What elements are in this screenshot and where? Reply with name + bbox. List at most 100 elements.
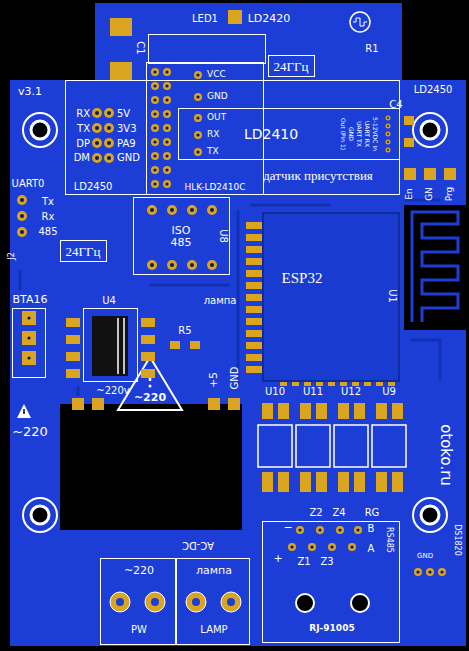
pad bbox=[316, 403, 327, 419]
pad bbox=[163, 96, 171, 104]
tracks bbox=[20, 200, 440, 505]
pad bbox=[141, 352, 155, 361]
pad bbox=[163, 68, 171, 76]
pad bbox=[428, 570, 431, 573]
pad bbox=[426, 568, 434, 576]
pad bbox=[354, 472, 365, 492]
pad bbox=[25, 314, 33, 322]
pad bbox=[22, 331, 36, 345]
silk-label: AC-DC bbox=[182, 540, 214, 551]
silk-label: RS485 bbox=[385, 527, 394, 553]
silk-label: VCC bbox=[207, 70, 226, 80]
terminal-block: лампаLAMP bbox=[176, 558, 250, 645]
pad bbox=[167, 205, 177, 215]
pad bbox=[196, 95, 199, 98]
pad bbox=[338, 472, 349, 492]
silk-label: Rx bbox=[42, 211, 55, 222]
pad bbox=[170, 341, 180, 349]
node-label: ~220 bbox=[124, 565, 154, 577]
node-label: 24ГГц bbox=[274, 60, 309, 74]
node-label: BTA16 bbox=[13, 294, 48, 306]
pad bbox=[170, 263, 174, 267]
pad bbox=[17, 227, 27, 237]
pad bbox=[328, 543, 336, 551]
silk-label: C1 bbox=[135, 41, 146, 54]
pad bbox=[20, 198, 24, 202]
node-label: U1 bbox=[387, 289, 398, 303]
pad bbox=[150, 263, 154, 267]
silk-label: En bbox=[405, 188, 415, 199]
u4-body bbox=[92, 316, 128, 376]
silk-label: PA9 bbox=[117, 138, 136, 149]
pad bbox=[20, 230, 24, 234]
pad bbox=[151, 82, 159, 90]
pad bbox=[194, 114, 202, 122]
node-label: LD2450 bbox=[74, 181, 113, 192]
pad bbox=[95, 111, 99, 115]
pad bbox=[336, 526, 344, 534]
pad bbox=[298, 528, 301, 531]
pad bbox=[300, 403, 311, 419]
mounting-holes bbox=[23, 113, 447, 532]
node-label: ESP32 bbox=[282, 270, 323, 287]
silk-label: GND bbox=[229, 367, 240, 390]
pad bbox=[104, 123, 114, 133]
pad bbox=[141, 318, 155, 327]
pad bbox=[318, 528, 321, 531]
node-label: 24ГГц bbox=[66, 245, 101, 259]
node-label: PW bbox=[131, 624, 147, 635]
pad bbox=[163, 152, 171, 160]
terminal-block: ~220PW bbox=[100, 558, 176, 645]
pad bbox=[387, 141, 389, 143]
pad bbox=[165, 70, 168, 73]
pad bbox=[22, 311, 36, 325]
silk-label: otoko.ru bbox=[438, 424, 455, 486]
pad bbox=[66, 352, 80, 361]
silk-label: U12 bbox=[341, 386, 361, 397]
pad bbox=[150, 208, 154, 212]
pad bbox=[194, 93, 202, 101]
pad bbox=[22, 351, 36, 365]
silk-label: Z2 bbox=[309, 507, 322, 518]
node-label: LD2450 bbox=[414, 84, 453, 95]
pad bbox=[141, 335, 155, 344]
pad bbox=[350, 545, 353, 548]
pad bbox=[440, 570, 443, 573]
pad bbox=[95, 141, 99, 145]
pad bbox=[95, 126, 99, 130]
pad bbox=[316, 472, 327, 492]
pad bbox=[170, 208, 174, 212]
relay-outlines bbox=[258, 425, 406, 467]
pad bbox=[356, 528, 359, 531]
silk-label: v3.1 bbox=[18, 86, 42, 98]
pad bbox=[424, 168, 436, 180]
silk-label: 5-12VDC In bbox=[372, 117, 379, 151]
pad bbox=[196, 133, 199, 136]
silk-label: A bbox=[368, 543, 375, 554]
pad bbox=[107, 111, 111, 115]
pad bbox=[288, 543, 296, 551]
silk-label: U9 bbox=[382, 386, 396, 397]
pad bbox=[17, 211, 27, 221]
pad bbox=[228, 398, 240, 410]
node-label: RJ-91005 bbox=[309, 624, 354, 634]
rj-holes bbox=[296, 594, 369, 612]
pad bbox=[151, 96, 159, 104]
pad bbox=[404, 138, 414, 147]
pad bbox=[165, 182, 168, 185]
node-label: LD2410 bbox=[244, 127, 298, 142]
pad bbox=[104, 108, 114, 118]
pad bbox=[194, 131, 202, 139]
pad bbox=[348, 543, 356, 551]
silk-label: ~220v bbox=[96, 385, 129, 396]
pad bbox=[392, 403, 403, 419]
sensor-outline: LD2420 bbox=[148, 34, 266, 64]
silk-label: ~220 bbox=[134, 392, 166, 404]
pad bbox=[196, 116, 199, 119]
node-label: U8 bbox=[218, 229, 229, 243]
pad bbox=[163, 110, 171, 118]
pad bbox=[262, 403, 273, 419]
pad bbox=[107, 126, 111, 130]
pad bbox=[147, 205, 157, 215]
silk-label: TX bbox=[207, 147, 219, 157]
